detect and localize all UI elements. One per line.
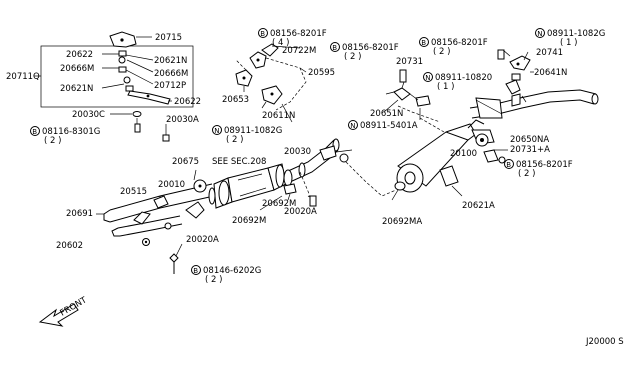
label-qty: ( 2 ) [44, 136, 61, 146]
label-20515: 20515 [120, 187, 147, 197]
label-20651n: 20651N [370, 109, 403, 119]
label-20650na: 20650NA [510, 135, 549, 145]
label-20621n: 20621N [60, 84, 93, 94]
nut-marker-letter: N [537, 30, 542, 38]
label-20622: 20622 [66, 50, 93, 60]
nut-marker-icon [212, 125, 222, 135]
label-20666m: 20666M [154, 69, 188, 79]
bolt-20020a-lower [169, 243, 183, 274]
label-20692m: 20692M [232, 216, 266, 226]
bolt-marker-letter: B [260, 30, 265, 38]
label-20621a: 20621A [462, 201, 495, 211]
nut-marker-icon [423, 72, 433, 82]
bolt-marker-icon [30, 126, 40, 136]
bolt-marker-letter: B [32, 128, 37, 136]
label-20030a: 20030A [166, 115, 199, 125]
label-20595: 20595 [308, 68, 335, 78]
bolt-marker-icon [419, 37, 429, 47]
label-qty: ( 2 ) [433, 47, 450, 57]
label-qty: ( 2 ) [518, 169, 535, 179]
label-08911-1082g: 08911-1082G [547, 29, 605, 39]
label-20622: 20622 [174, 97, 201, 107]
label-20030: 20030 [284, 147, 311, 157]
bolt-marker-letter: B [332, 44, 337, 52]
label-20010: 20010 [158, 180, 185, 190]
bolt-marker-icon [258, 28, 268, 38]
center-pipe-20030 [259, 138, 397, 211]
label-qty: ( 2 ) [226, 135, 243, 145]
nut-marker-letter: N [214, 127, 219, 135]
label-qty: ( 2 ) [205, 275, 222, 285]
nut-marker-letter: N [425, 74, 430, 82]
label-08116-8301g: 08116-8301G [42, 127, 100, 137]
label-20731-a: 20731+A [510, 145, 550, 155]
muffler-assembly [391, 105, 508, 201]
label-20666m: 20666M [60, 64, 94, 74]
label-20641n: 20641N [534, 68, 567, 78]
nut-marker-icon [535, 28, 545, 38]
bolt-marker-letter: B [506, 161, 511, 169]
part-labels: 20715 20622 20621N 20666M 20666M 20711Q … [6, 28, 624, 347]
label-20711q: 20711Q [6, 72, 40, 82]
label-qty: ( 4 ) [272, 38, 289, 48]
label-08156-8201f: 08156-8201F [516, 160, 573, 170]
label-see-sec-208: SEE SEC.208 [212, 157, 266, 167]
label-08911-5401a: 08911-5401A [360, 121, 418, 131]
label-20715: 20715 [155, 33, 182, 43]
bolt-marker-icon [504, 159, 514, 169]
front-arrow-icon [38, 303, 79, 327]
bolt-marker-letter: B [421, 39, 426, 47]
label-qty: ( 2 ) [344, 52, 361, 62]
bolt-marker-letter: B [193, 267, 198, 275]
label-08156-8201f: 08156-8201F [342, 43, 399, 53]
label-08911-1082g: 08911-1082G [224, 126, 282, 136]
label-20030c: 20030C [72, 110, 105, 120]
label-20691: 20691 [66, 209, 93, 219]
label-20675: 20675 [172, 157, 199, 167]
label-20653: 20653 [222, 95, 249, 105]
label-20712p: 20712P [154, 81, 186, 91]
nut-marker-icon [348, 120, 358, 130]
label-20020a: 20020A [284, 207, 317, 217]
label-20741: 20741 [536, 48, 563, 58]
label-20722m: 20722M [282, 46, 316, 56]
nut-marker-letter: N [350, 122, 355, 130]
catalytic-converter [193, 163, 287, 209]
label-20731: 20731 [396, 57, 423, 67]
label-20692ma: 20692MA [382, 217, 422, 227]
label-20100: 20100 [450, 149, 477, 159]
bracket-20715 [109, 31, 152, 48]
label-front: FRONT [59, 295, 90, 319]
label-qty: ( 1 ) [437, 82, 454, 92]
label-08146-6202g: 08146-6202G [203, 266, 261, 276]
tail-pipe [469, 49, 599, 119]
label-08156-8201f: 08156-8201F [270, 29, 327, 39]
label-20020a: 20020A [186, 235, 219, 245]
label-20611n: 20611N [262, 111, 295, 121]
label-qty: ( 1 ) [560, 38, 577, 48]
bolt-marker-icon [191, 265, 201, 275]
bolt-marker-icon [330, 42, 340, 52]
label-20621n: 20621N [154, 56, 187, 66]
rubber-mount-parts [101, 50, 172, 105]
label-20602: 20602 [56, 241, 83, 251]
diagram-code: J20000 S [585, 337, 624, 347]
bracket-group-20731 [383, 69, 431, 120]
label-08911-10820: 08911-10820 [435, 73, 492, 83]
washer-20030c [110, 111, 170, 142]
bracket-group-20595 [235, 43, 307, 123]
label-08156-8201f: 08156-8201F [431, 38, 488, 48]
label-20692m: 20692M [262, 199, 296, 209]
